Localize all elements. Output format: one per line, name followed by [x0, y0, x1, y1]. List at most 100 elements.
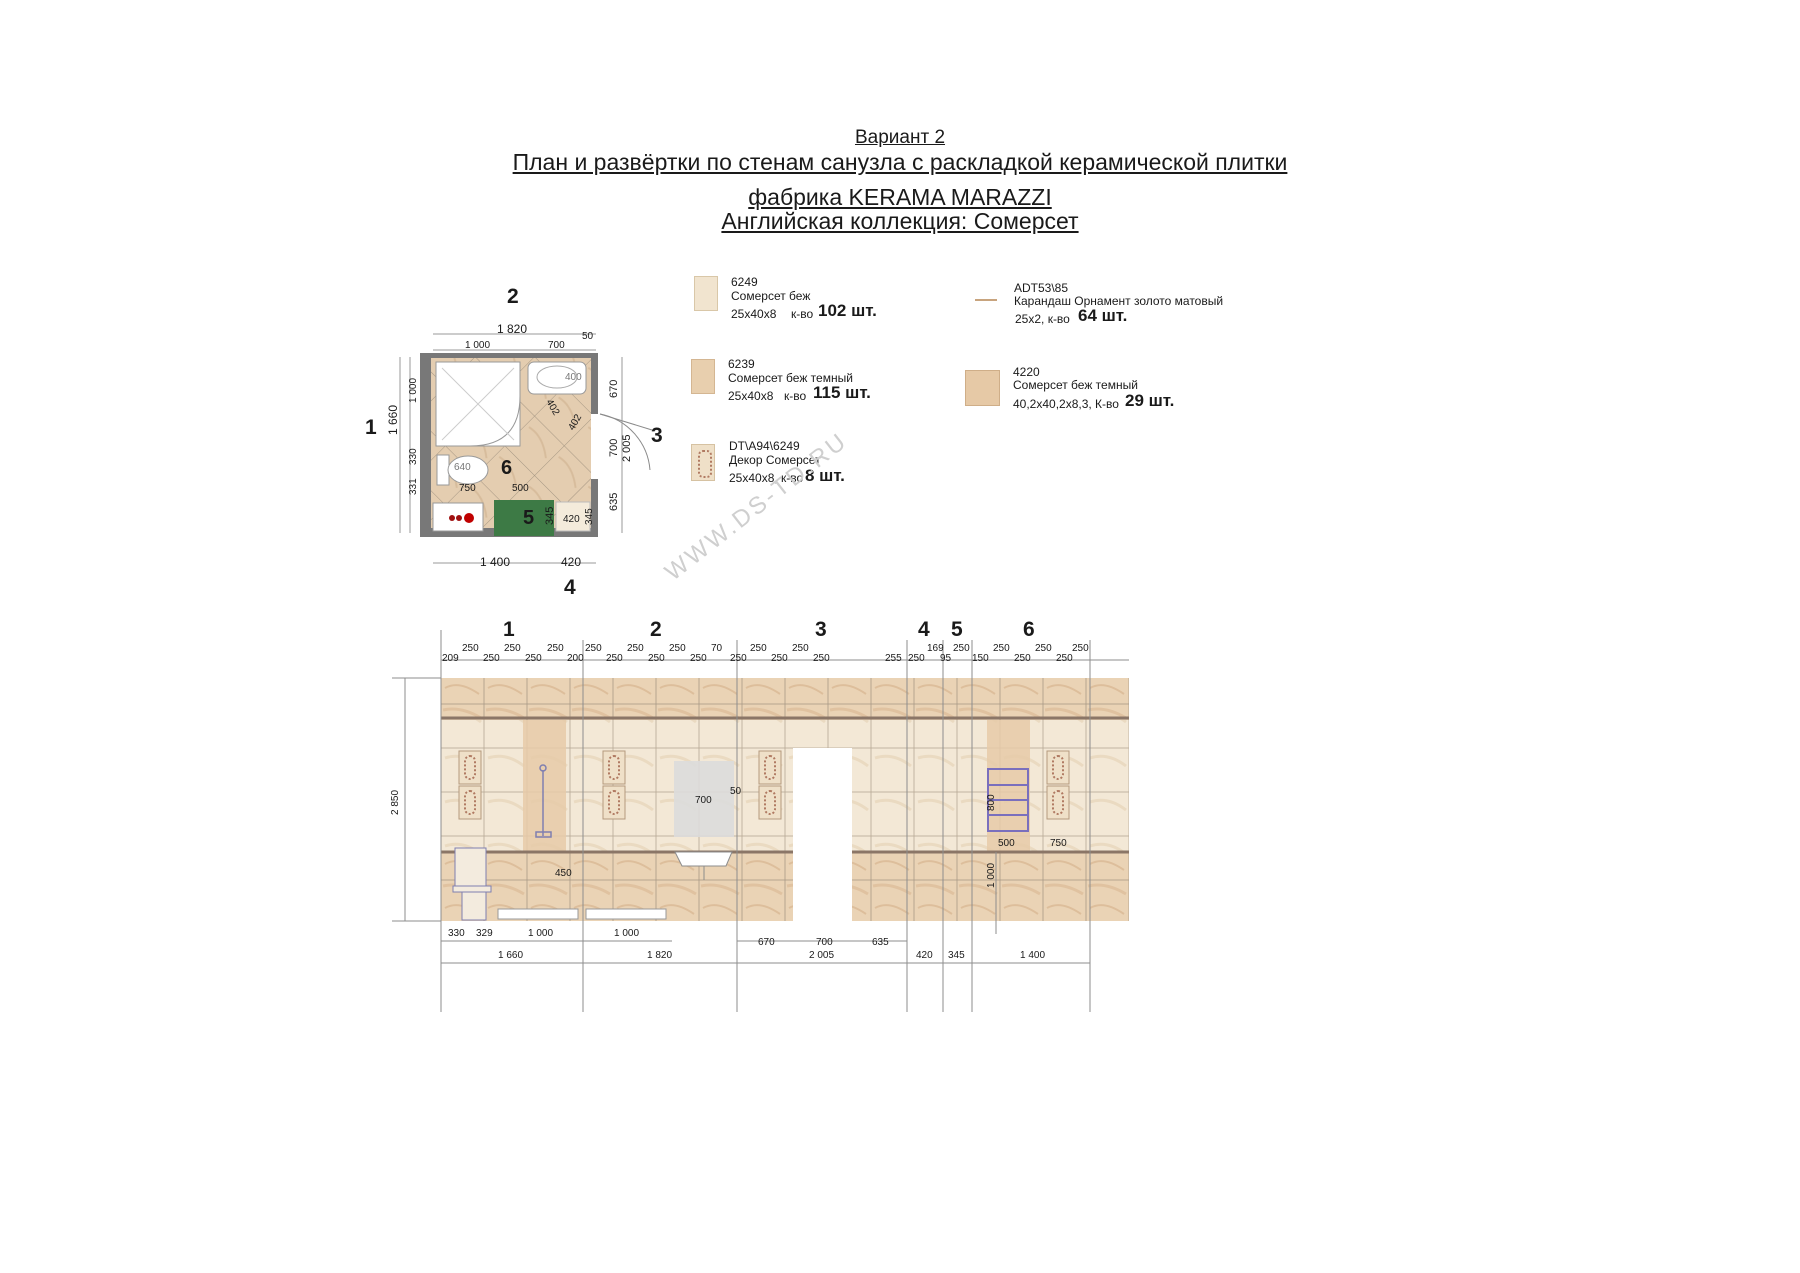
legend-qty: 64 шт. — [1078, 306, 1128, 325]
toilet-icon — [447, 455, 489, 485]
rail-dim: 500 — [998, 838, 1015, 849]
decor-tiles — [458, 750, 1070, 820]
legend-name: Декор Сомерсет — [729, 453, 821, 467]
tile-dim: 255 — [885, 653, 902, 664]
fixture-dim: 450 — [555, 868, 572, 879]
legend-qty: 29 шт. — [1125, 391, 1175, 410]
plan-wall-label: 4 — [564, 576, 576, 599]
tile-dim: 250 — [813, 653, 830, 664]
elevation-wall-number: 5 — [951, 618, 963, 641]
tile-dim: 250 — [1056, 653, 1073, 664]
plan-dim: 420 — [563, 514, 580, 525]
tile-dim: 250 — [953, 643, 970, 654]
tile-dim: 95 — [940, 653, 952, 664]
tile-dim: 250 — [993, 643, 1010, 654]
plan-dim: 1 820 — [497, 322, 528, 336]
legend-name: Сомерсет беж темный — [728, 371, 853, 385]
elevation-wall-number: 3 — [815, 618, 827, 641]
tile-dim: 250 — [483, 653, 500, 664]
tile-dim: 250 — [1072, 643, 1089, 654]
legend-code: ADT53\85 — [1014, 281, 1069, 295]
legend-code: 6239 — [728, 357, 755, 371]
plan-dim: 400 — [565, 372, 582, 383]
tile-swatch-6239 — [691, 359, 715, 394]
elevation-wall-number: 4 — [918, 618, 930, 641]
tile-dim: 169 — [927, 643, 944, 654]
plan-wall-label: 6 — [501, 457, 513, 479]
plan-dim: 50 — [582, 331, 594, 342]
drawing-title: План и развёртки по стенам санузла с рас… — [512, 149, 1288, 175]
plan-dim: 750 — [459, 483, 476, 494]
tile-dim: 150 — [972, 653, 989, 664]
tile-dim: 250 — [606, 653, 623, 664]
towel-rail-icon — [987, 768, 1029, 832]
rail-dim: 750 — [1050, 838, 1067, 849]
door-dim: 670 — [758, 937, 775, 948]
plan-dim: 1 400 — [480, 555, 511, 569]
pencil-swatch — [975, 299, 997, 301]
wall-total-dim: 1 820 — [647, 950, 673, 961]
legend-name: Карандаш Орнамент золото матовый — [1014, 294, 1224, 308]
wall-total-dim: 345 — [948, 950, 965, 961]
variant-title: Вариант 2 — [854, 127, 946, 148]
bottom-dim: 1 000 — [614, 928, 640, 939]
tile-dim: 250 — [750, 643, 767, 654]
tile-dim: 250 — [730, 653, 747, 664]
legend-qty: 115 шт. — [813, 383, 871, 402]
legend-code: DT\A94\6249 — [729, 439, 800, 453]
plan-dim: 1 000 — [465, 340, 491, 351]
tile-dim: 250 — [1035, 643, 1052, 654]
green-zone — [494, 500, 554, 536]
plan-wall-label: 3 — [651, 424, 663, 447]
mirror-gap-dim: 50 — [730, 786, 742, 797]
elevation-wall-number: 2 — [650, 618, 662, 641]
wall-total-dim: 2 005 — [809, 950, 835, 961]
plan-dim: 700 — [548, 340, 565, 351]
legend-qty-label: к-во — [784, 389, 807, 403]
wall-total-dim: 1 660 — [498, 950, 524, 961]
legend-name: Сомерсет беж — [731, 289, 811, 303]
bottom-dim: 1 000 — [528, 928, 554, 939]
tile-dim: 250 — [525, 653, 542, 664]
height-1000-dim: 1 000 — [986, 862, 997, 888]
rail-height-dim: 800 — [986, 794, 997, 811]
legend-size: 25x2, к-во — [1015, 312, 1070, 326]
elevation-wall-number: 6 — [1023, 618, 1035, 641]
legend-size: 25x40x8 — [728, 389, 774, 403]
tile-dim: 250 — [771, 653, 788, 664]
plan-wall-label: 5 — [523, 507, 535, 529]
legend-qty: 8 шт. — [805, 466, 845, 485]
tile-dim: 250 — [627, 643, 644, 654]
bottom-dim: 330 — [448, 928, 465, 939]
door-dim: 700 — [816, 937, 833, 948]
sink-elevation-icon — [674, 851, 733, 880]
plan-wall-label: 2 — [507, 285, 519, 308]
tile-dim: 250 — [648, 653, 665, 664]
tile-dim: 209 — [442, 653, 459, 664]
tile-dim: 250 — [585, 643, 602, 654]
plan-dim: 500 — [512, 483, 529, 494]
tile-dim: 250 — [792, 643, 809, 654]
legend-size: 25x40x8, к-во — [729, 471, 804, 485]
legend-qty-label: к-во — [791, 307, 814, 321]
door-opening — [793, 748, 852, 922]
toilet-elevation-icon — [452, 847, 492, 921]
factory-title: фабрика KERAMA MARAZZI — [748, 184, 1052, 210]
tile-dim: 250 — [462, 643, 479, 654]
shower-mixer-icon — [535, 764, 552, 838]
decor-swatch — [691, 444, 715, 481]
tile-dim: 200 — [567, 653, 584, 664]
tile-dim: 250 — [690, 653, 707, 664]
bottom-dim: 329 — [476, 928, 493, 939]
plan-dim: 640 — [454, 462, 471, 473]
elevation-wall-number: 1 — [503, 618, 515, 641]
mirror-width-dim: 700 — [695, 795, 712, 806]
tile-dim: 250 — [547, 643, 564, 654]
legend-code: 6249 — [731, 275, 758, 289]
collection-title: Английская коллекция: Сомерсет — [721, 208, 1079, 234]
tile-dim: 70 — [711, 643, 723, 654]
legend-size: 40,2x40,2x8,3, К-во — [1013, 397, 1119, 411]
legend-size: 25x40x8 — [731, 307, 777, 321]
